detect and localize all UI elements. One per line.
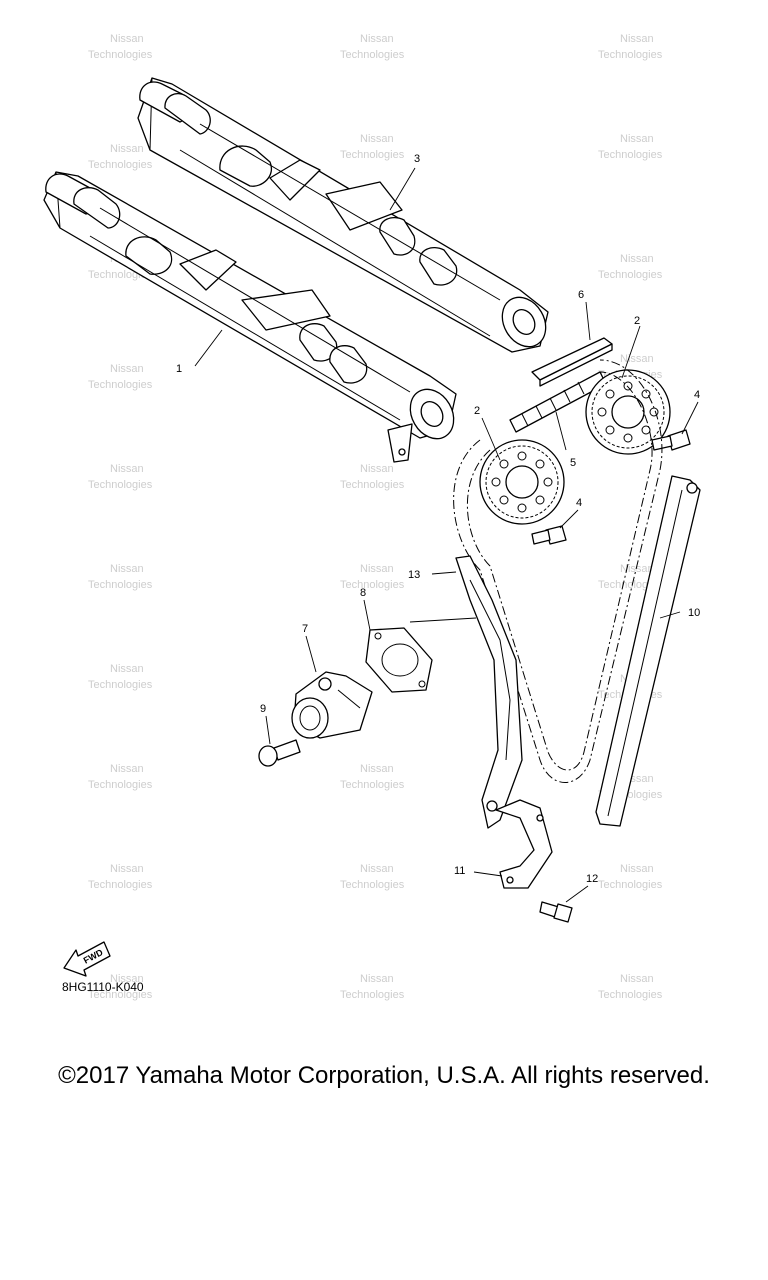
svg-text:Technologies: Technologies	[340, 989, 405, 1001]
svg-text:Nissan: Nissan	[110, 863, 144, 875]
tensioner-gasket[interactable]	[365, 627, 433, 693]
svg-text:Technologies: Technologies	[88, 579, 153, 591]
sprocket-bolt-left[interactable]	[531, 525, 567, 545]
callout-labels: 1 2 2 3 4 4 5 6 7 8 9 10 11 12 13	[176, 153, 700, 885]
svg-text:Nissan: Nissan	[360, 463, 394, 475]
svg-text:Nissan: Nissan	[110, 663, 144, 675]
svg-text:Nissan: Nissan	[620, 253, 654, 265]
svg-text:Nissan: Nissan	[110, 763, 144, 775]
svg-text:Nissan: Nissan	[620, 563, 654, 575]
svg-text:Nissan: Nissan	[360, 563, 394, 575]
callout-13: 13	[408, 569, 420, 581]
callout-10: 10	[688, 607, 700, 619]
callout-12: 12	[586, 873, 598, 885]
fwd-arrow-icon: FWD	[63, 941, 111, 977]
svg-text:Technologies: Technologies	[88, 989, 153, 1001]
svg-text:Technologies: Technologies	[88, 779, 153, 791]
svg-text:Nissan: Nissan	[110, 33, 144, 45]
svg-text:Technologies: Technologies	[598, 269, 663, 281]
callout-9: 9	[260, 703, 266, 715]
svg-text:Technologies: Technologies	[88, 159, 153, 171]
svg-text:Nissan: Nissan	[110, 463, 144, 475]
camshaft-lower[interactable]	[43, 171, 462, 463]
chain-guide-straight[interactable]	[595, 475, 701, 827]
svg-text:Nissan: Nissan	[620, 33, 654, 45]
callout-5: 5	[570, 457, 576, 469]
callout-3: 3	[414, 153, 420, 165]
callout-4b: 4	[576, 497, 582, 509]
svg-text:Technologies: Technologies	[88, 49, 153, 61]
svg-text:Technologies: Technologies	[88, 379, 153, 391]
svg-text:Nissan: Nissan	[620, 353, 654, 365]
chain-tensioner[interactable]	[291, 671, 373, 739]
svg-text:Technologies: Technologies	[88, 479, 153, 491]
svg-text:Nissan: Nissan	[360, 863, 394, 875]
timing-chain-path	[453, 359, 663, 783]
svg-text:Technologies: Technologies	[598, 149, 663, 161]
sprocket-bolt-right[interactable]	[651, 429, 691, 451]
callout-6: 6	[578, 289, 584, 301]
chain-tensioner-guide[interactable]	[455, 555, 523, 829]
svg-text:Technologies: Technologies	[340, 579, 405, 591]
cam-sprocket-right[interactable]	[585, 369, 671, 455]
svg-text:Nissan: Nissan	[110, 143, 144, 155]
svg-text:Nissan: Nissan	[360, 763, 394, 775]
callout-1: 1	[176, 363, 182, 375]
callout-7: 7	[302, 623, 308, 635]
callout-2b: 2	[474, 405, 480, 417]
svg-text:Technologies: Technologies	[88, 679, 153, 691]
svg-text:Technologies: Technologies	[340, 879, 405, 891]
svg-text:Technologies: Technologies	[88, 879, 153, 891]
leader-lines	[194, 167, 699, 903]
svg-text:Technologies: Technologies	[598, 879, 663, 891]
callout-11: 11	[454, 865, 465, 877]
svg-text:Nissan: Nissan	[360, 33, 394, 45]
figure-code: 8HG1110-K040	[62, 980, 144, 994]
callout-8: 8	[360, 587, 366, 599]
svg-text:Technologies: Technologies	[598, 49, 663, 61]
tensioner-bolt[interactable]	[258, 739, 301, 767]
svg-text:Nissan: Nissan	[110, 563, 144, 575]
svg-text:Nissan: Nissan	[110, 363, 144, 375]
svg-text:Technologies: Technologies	[340, 49, 405, 61]
svg-text:Nissan: Nissan	[110, 973, 144, 985]
chain-guide-top[interactable]	[531, 337, 613, 387]
svg-text:Technologies: Technologies	[598, 989, 663, 1001]
cam-sprocket-left[interactable]	[479, 439, 565, 525]
callout-4a: 4	[694, 389, 700, 401]
svg-text:Technologies: Technologies	[340, 779, 405, 791]
camshaft-upper[interactable]	[137, 77, 554, 355]
guide-bracket[interactable]	[495, 799, 553, 889]
svg-text:Technologies: Technologies	[340, 479, 405, 491]
svg-text:Nissan: Nissan	[360, 973, 394, 985]
svg-text:Nissan: Nissan	[620, 133, 654, 145]
copyright-notice: ©2017 Yamaha Motor Corporation, U.S.A. A…	[58, 1062, 710, 1089]
svg-text:Nissan: Nissan	[620, 863, 654, 875]
svg-text:Technologies: Technologies	[340, 149, 405, 161]
bracket-bolt[interactable]	[539, 901, 573, 923]
svg-text:Nissan: Nissan	[620, 973, 654, 985]
svg-text:Nissan: Nissan	[360, 133, 394, 145]
callout-2a: 2	[634, 315, 640, 327]
